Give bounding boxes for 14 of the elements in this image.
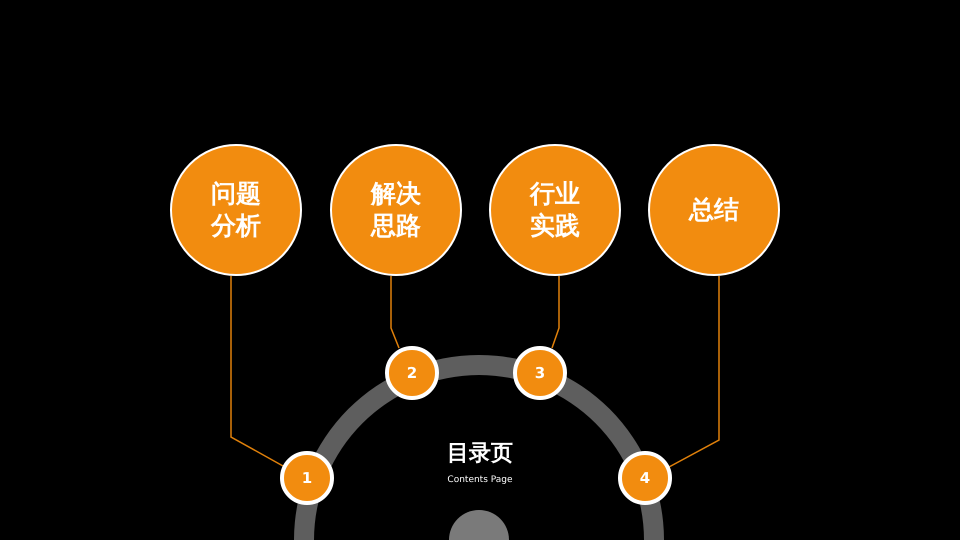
topic-circle: 问题分析: [170, 144, 302, 276]
number-circle: 2: [385, 346, 439, 400]
subtitle: Contents Page: [446, 475, 514, 485]
number-circle: 4: [618, 451, 672, 505]
connector-line: [390, 276, 400, 348]
number-circle: 1: [280, 451, 334, 505]
topic-circle: 解决思路: [330, 144, 462, 276]
title: 目录页: [446, 440, 514, 468]
connector-line: [551, 276, 560, 348]
topic-circle: 行业实践: [489, 144, 621, 276]
topic-circle: 总结: [648, 144, 780, 276]
number-circle: 3: [513, 346, 567, 400]
connector-line: [230, 276, 284, 467]
connector-line: [668, 276, 720, 468]
